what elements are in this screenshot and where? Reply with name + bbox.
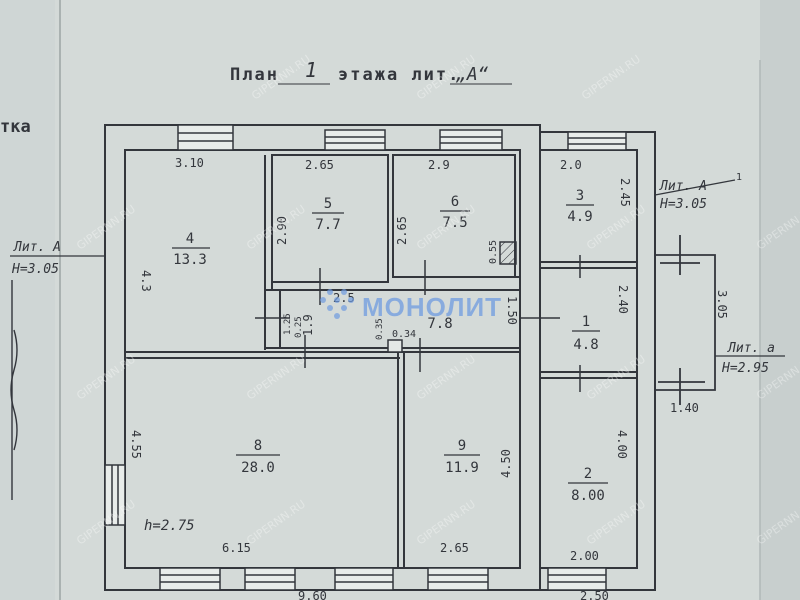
dim-v-290: 2.90 (275, 216, 289, 245)
dim-v-43: 4.3 (139, 270, 153, 292)
dim-d-034: 0.34 (392, 329, 416, 340)
room-5-number: 5 (324, 196, 332, 212)
paper-right-sheet (760, 0, 800, 600)
dim-h-140: 1.40 (670, 401, 699, 415)
window-top-4 (567, 131, 627, 151)
room-8-area: 28.0 (241, 460, 275, 476)
door-mark (387, 339, 403, 353)
room-4-number: 4 (186, 231, 194, 247)
plan-title-part1: План (230, 65, 279, 85)
annex-outline (655, 235, 716, 405)
room-1: 1 4.8 (572, 314, 600, 353)
room-6-area: 7.5 (442, 215, 467, 231)
window-top-2 (324, 129, 386, 151)
lit-a1-name: Лит. А (659, 179, 707, 194)
dim-top-20: 2.0 (560, 158, 582, 172)
lit-a1-height: Н=3.05 (659, 197, 707, 212)
room-6-number: 6 (451, 194, 459, 210)
dim-top-29: 2.9 (428, 158, 450, 172)
room-2-number: 2 (584, 466, 592, 482)
dim-d-035: 0.35 (375, 318, 385, 340)
left-edge-fragment: тка (0, 117, 31, 137)
lit-a1-sup: 1 (736, 172, 742, 183)
room-1-number: 1 (582, 314, 590, 330)
dim-top-310: 3.10 (175, 156, 204, 170)
window-bottom-2 (244, 567, 296, 591)
paper-left-sheet (0, 0, 60, 600)
room-7: 7.8 (427, 316, 452, 332)
room-4: 4 13.3 (172, 231, 210, 268)
dimension-lines (10, 179, 785, 357)
window-left-1 (104, 464, 126, 526)
dim-d-125: 1.25 (283, 313, 293, 335)
logo-text: МОНОЛИТ (362, 292, 502, 322)
dim-v-240: 2.40 (616, 285, 630, 314)
room-4-area: 13.3 (173, 252, 207, 268)
room-5-area: 7.7 (315, 217, 340, 233)
paper-main-sheet (55, 0, 800, 600)
dim-v-305: 3.05 (715, 290, 729, 319)
lit-a-small-height: Н=2.95 (721, 361, 769, 376)
window-top-1 (177, 124, 234, 151)
windows (104, 124, 627, 591)
dim-v-19: 1.9 (301, 314, 315, 336)
stove (499, 241, 517, 265)
room-5: 5 7.7 (312, 196, 344, 233)
dimension-labels: 3.10 2.65 2.9 2.0 4.3 2.90 2.65 2.45 0.5… (129, 156, 729, 600)
logo-dots-icon (320, 289, 354, 319)
dim-v-150: 1.50 (505, 296, 519, 325)
lit-a-small-name: Лит. а (727, 341, 775, 356)
dim-d-025: 0.25 (294, 316, 304, 338)
dim-top-265: 2.65 (305, 158, 334, 172)
dim-v-400: 4.00 (615, 430, 629, 459)
room-8: 8 28.0 (236, 438, 280, 476)
dim-b-250: 2.50 (580, 589, 609, 600)
plan-title-floor: 1 (305, 58, 317, 82)
dim-v-245: 2.45 (618, 178, 632, 207)
ceiling-height: h=2.75 (144, 518, 195, 534)
room-2-area: 8.00 (571, 488, 605, 504)
room-1-area: 4.8 (573, 337, 598, 353)
room-3-number: 3 (576, 188, 584, 204)
dim-b-615: 6.15 (222, 541, 251, 555)
plan-title-letter: „А“ (455, 64, 489, 85)
dim-v-265: 2.65 (395, 216, 409, 245)
plan-title-part2: этажа лит. (338, 65, 460, 85)
window-top-3 (439, 129, 503, 151)
window-bottom-4 (427, 567, 489, 591)
room-3-area: 4.9 (567, 209, 592, 225)
room-6: 6 7.5 (440, 194, 470, 231)
left-margin-marks (10, 280, 18, 500)
dim-b-265: 2.65 (440, 541, 469, 555)
window-bottom-3 (334, 567, 394, 591)
header: План 1 этажа лит. „А“ тка (0, 58, 512, 137)
room-9-area: 11.9 (445, 460, 479, 476)
room-3: 3 4.9 (566, 188, 594, 225)
building-labels: Лит. А Н=3.05 Лит. А 1 Н=3.05 Лит. а Н=2… (11, 172, 775, 534)
lit-a-left-height: Н=3.05 (11, 262, 59, 277)
dim-v-055: 0.55 (488, 240, 499, 264)
room-9: 9 11.9 (444, 438, 480, 476)
door-marks (255, 255, 581, 392)
room-labels: 4 13.3 5 7.7 6 7.5 3 4.9 7.8 1 4.8 8 (172, 188, 608, 504)
room-7-area: 7.8 (427, 316, 452, 332)
monolit-logo: МОНОЛИТ (320, 289, 502, 322)
lit-a-left-name: Лит. А (13, 240, 61, 255)
window-bottom-5 (547, 567, 607, 591)
dim-v-455: 4.55 (129, 430, 143, 459)
dim-v-450: 4.50 (499, 449, 513, 478)
room-2: 2 8.00 (568, 466, 608, 504)
window-bottom-1 (159, 567, 221, 591)
dim-b-200: 2.00 (570, 549, 599, 563)
dim-b-960: 9.60 (298, 589, 327, 600)
room-8-number: 8 (254, 438, 262, 454)
room-9-number: 9 (458, 438, 466, 454)
